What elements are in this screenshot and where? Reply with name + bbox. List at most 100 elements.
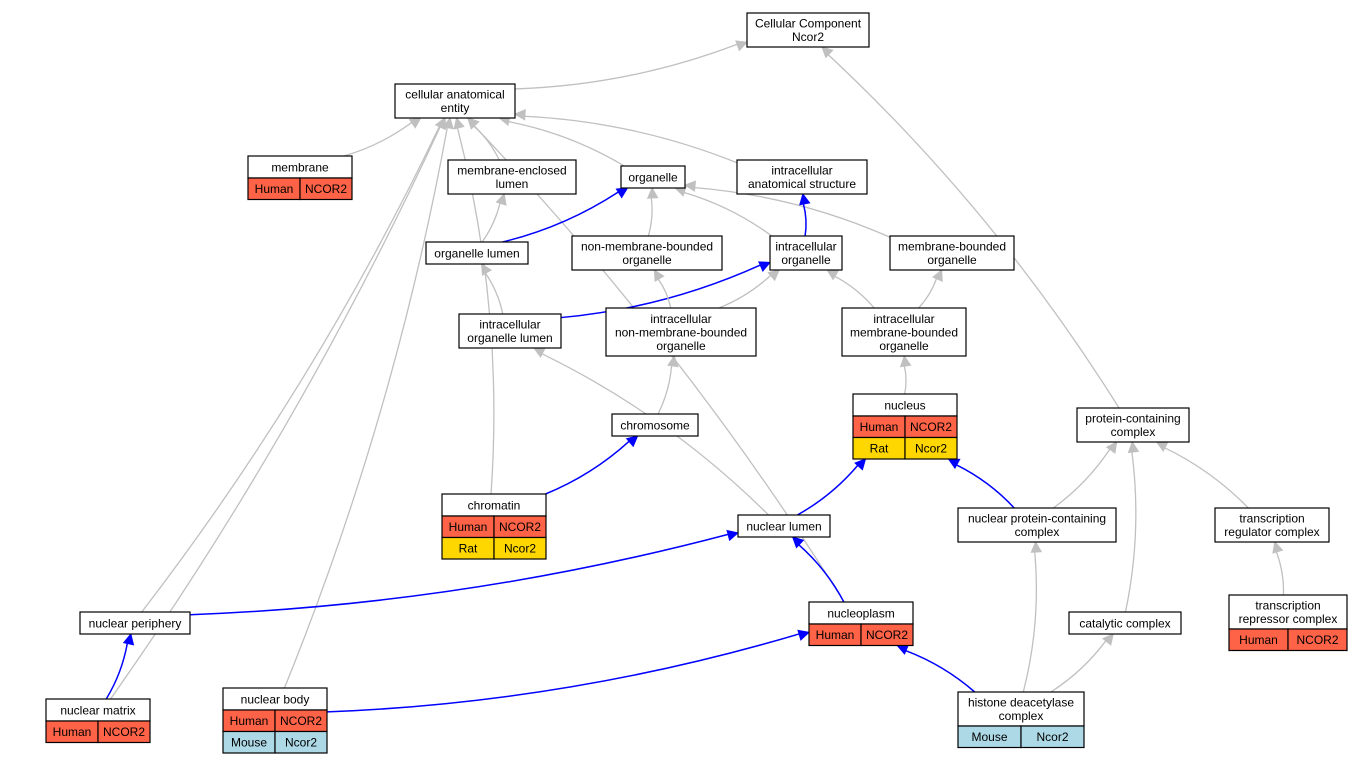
edge-arrowhead bbox=[683, 180, 697, 192]
gene-label: NCOR2 bbox=[499, 520, 541, 534]
edge-line bbox=[798, 544, 845, 603]
node-label: organelle lumen bbox=[434, 246, 519, 260]
edge-arrowhead bbox=[1127, 440, 1140, 454]
edge-arrowhead bbox=[826, 269, 840, 281]
edge-arrowhead bbox=[899, 354, 912, 368]
node-box bbox=[841, 307, 967, 357]
node-organelle: organelle bbox=[620, 165, 686, 189]
edge-line bbox=[1275, 551, 1285, 596]
node-organelle-lumen: organelle lumen bbox=[425, 241, 529, 265]
node-label: chromosome bbox=[620, 418, 690, 432]
edge-arrowhead bbox=[821, 46, 834, 59]
edge-nuclear-protein-containing-complex-to-nucleus bbox=[947, 458, 1015, 509]
edge-nucleus-to-intracellular-membrane-bounded-organelle bbox=[899, 354, 912, 395]
edge-nucleoplasm-to-nuclear-lumen bbox=[791, 536, 845, 603]
edge-arrowhead bbox=[481, 263, 493, 276]
edge-arrowhead bbox=[408, 117, 422, 129]
node-label: anatomical structure bbox=[748, 177, 856, 191]
gene-cell bbox=[904, 436, 958, 460]
node-label: intracellular bbox=[873, 312, 934, 326]
node-label: membrane-bounded bbox=[898, 240, 1006, 254]
node-label: membrane-enclosed bbox=[457, 164, 566, 178]
node-label: nucleus bbox=[884, 398, 925, 412]
node-chromosome: chromosome bbox=[611, 413, 699, 437]
edge-line bbox=[283, 127, 448, 689]
node-label: transcription bbox=[1239, 512, 1304, 526]
edge-arrowhead bbox=[932, 268, 943, 282]
node-box bbox=[611, 413, 699, 437]
gene-cell bbox=[97, 720, 151, 744]
gene-label: NCOR2 bbox=[280, 714, 322, 728]
node-nuclear-lumen: nuclear lumen bbox=[737, 514, 831, 538]
edge-transcription-regulator-complex-to-protein-containing-complex bbox=[1155, 441, 1249, 509]
edge-arrowhead bbox=[797, 629, 811, 641]
node-nuclear-periphery: nuclear periphery bbox=[79, 611, 191, 635]
gene-label: Ncor2 bbox=[1036, 730, 1068, 744]
gene-label: Ncor2 bbox=[504, 542, 536, 556]
node-label: intracellular bbox=[650, 312, 711, 326]
node-label: complex bbox=[1111, 425, 1156, 439]
edge-line bbox=[343, 121, 413, 157]
node-label: nuclear protein-containing bbox=[968, 512, 1106, 526]
node-label: Ncor2 bbox=[792, 30, 824, 44]
edge-arrowhead bbox=[646, 186, 659, 199]
edge-line bbox=[508, 120, 625, 167]
edge-arrowhead bbox=[1155, 441, 1169, 452]
node-label: histone deacetylase bbox=[968, 696, 1074, 710]
edge-intracellular-membrane-bounded-organelle-to-intracellular-organelle bbox=[826, 269, 875, 309]
gene-label: NCOR2 bbox=[305, 182, 347, 196]
node-box bbox=[1076, 407, 1190, 443]
edge-line bbox=[1050, 640, 1107, 693]
edge-line bbox=[834, 275, 875, 309]
node-catalytic-complex: catalytic complex bbox=[1068, 611, 1182, 635]
edge-line bbox=[545, 440, 630, 495]
edge-arrowhead bbox=[726, 529, 740, 542]
edge-arrowhead bbox=[653, 269, 665, 282]
node-box bbox=[1214, 507, 1330, 543]
species-label: Human bbox=[230, 714, 269, 728]
edge-non-membrane-bounded-organelle-to-organelle bbox=[646, 186, 659, 237]
edge-arrowhead bbox=[1272, 540, 1284, 554]
edge-arrowhead bbox=[896, 644, 910, 655]
gene-cell bbox=[493, 536, 547, 560]
edge-histone-deacetylase-complex-to-nucleoplasm bbox=[896, 644, 976, 693]
node-label: intracellular bbox=[775, 240, 836, 254]
node-label: non-membrane-bounded bbox=[615, 325, 747, 339]
edge-line bbox=[802, 203, 807, 237]
edge-arrowhead bbox=[1102, 633, 1114, 646]
gene-label: NCOR2 bbox=[910, 420, 952, 434]
edge-chromatin-to-chromosome bbox=[545, 435, 639, 495]
edge-line bbox=[473, 125, 500, 161]
edge-arrowhead bbox=[495, 192, 507, 206]
node-label: complex bbox=[1015, 525, 1060, 539]
node-label: organelle bbox=[656, 339, 706, 353]
edge-intracellular-non-membrane-bounded-organelle-to-intracellular-organelle bbox=[718, 269, 780, 309]
edge-nuclear-protein-containing-complex-to-protein-containing-complex bbox=[1052, 441, 1118, 509]
edge-intracellular-organelle-to-intracellular-anatomical-structure bbox=[799, 192, 811, 237]
node-label: complex bbox=[999, 709, 1044, 723]
edge-arrowhead bbox=[532, 347, 546, 358]
node-box bbox=[605, 307, 757, 357]
node-label: Cellular Component bbox=[755, 17, 862, 31]
node-label: organelle bbox=[622, 253, 672, 267]
node-box bbox=[1068, 611, 1182, 635]
edge-organelle-lumen-to-organelle bbox=[502, 187, 629, 243]
edge-arrowhead bbox=[442, 116, 454, 130]
node-label: nuclear periphery bbox=[89, 616, 182, 630]
gene-label: NCOR2 bbox=[866, 628, 908, 642]
species-label: Human bbox=[449, 520, 488, 534]
species-label: Human bbox=[1239, 633, 1278, 647]
gene-label: NCOR2 bbox=[103, 725, 145, 739]
edge-nuclear-body-to-cellular-anatomical-entity bbox=[283, 116, 454, 689]
species-label: Human bbox=[860, 420, 899, 434]
node-box bbox=[571, 235, 723, 271]
